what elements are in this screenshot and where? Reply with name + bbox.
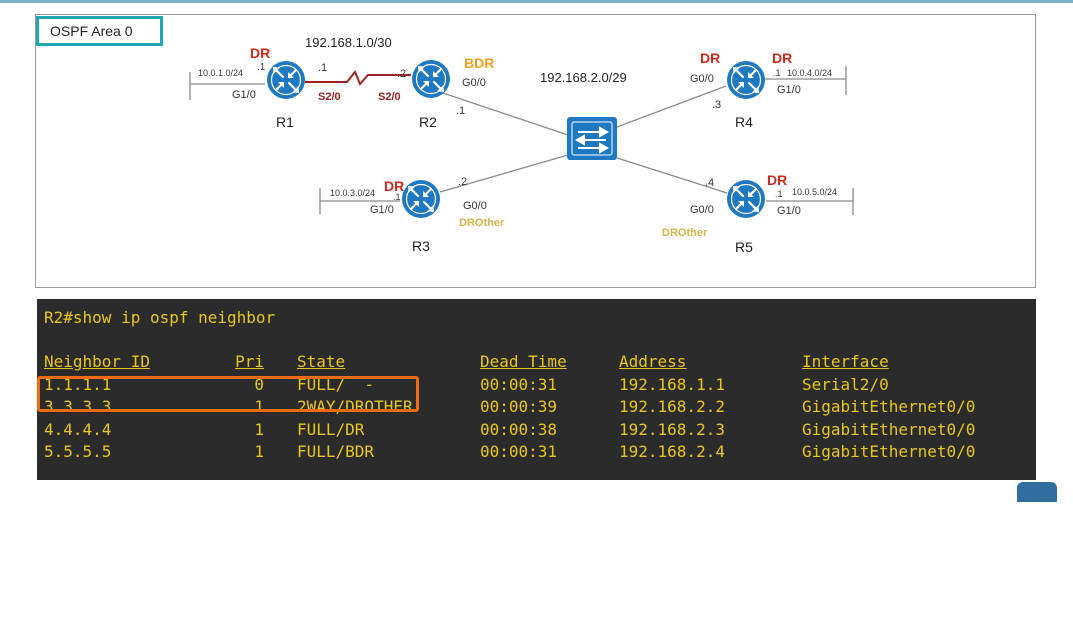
neighbor-state: FULL/BDR	[297, 442, 375, 461]
r3-drother: DROther	[459, 217, 505, 229]
r4-lan-if: G1/0	[777, 84, 801, 96]
r5-role: DR	[767, 172, 787, 188]
neighbor-id: 1.1.1.1	[44, 374, 112, 394]
neighbor-dead-time: 00:00:31	[480, 374, 558, 394]
r1-name: R1	[276, 114, 294, 130]
col-dead-time: Dead Time	[480, 352, 567, 371]
neighbor-interface: GigabitEthernet0/0	[802, 442, 976, 461]
router-icon[interactable]	[400, 178, 442, 220]
ospf-area-label: OSPF Area 0	[36, 16, 163, 46]
r5-lan-if: G1/0	[777, 205, 801, 217]
neighbor-state: FULL/ -	[297, 374, 375, 394]
neighbor-address: 192.168.2.2	[619, 397, 725, 416]
topology-diagram	[35, 14, 1036, 288]
r2-serial-if: S2/0	[378, 91, 401, 103]
link-switch-r5	[616, 157, 728, 194]
corner-button[interactable]	[1017, 482, 1057, 502]
neighbor-id: 4.4.4.4	[44, 419, 112, 439]
col-interface: Interface	[802, 352, 889, 371]
link-r2-switch	[442, 92, 569, 136]
highlight-box	[37, 376, 419, 412]
router-icon[interactable]	[265, 59, 307, 101]
r1-lan-host: .1	[257, 62, 266, 73]
r1-lan-if: G1/0	[232, 89, 256, 101]
command-prompt: R2#show ip ospf neighbor	[44, 308, 276, 327]
r5-drother: DROther	[662, 227, 708, 239]
col-neighbor-id: Neighbor ID	[44, 352, 150, 371]
r3-g-host: .2	[458, 176, 467, 188]
col-state: State	[297, 352, 346, 371]
neighbor-interface: Serial2/0	[802, 374, 889, 394]
table-row: 4.4.4.4 1 FULL/DR 00:00:38 192.168.2.3 G…	[44, 419, 1036, 442]
neighbor-pri: 1	[254, 419, 264, 439]
r4-g-if: G0/0	[690, 73, 714, 85]
switch-icon[interactable]	[567, 117, 617, 160]
r1-serial-if: S2/0	[318, 91, 341, 103]
neighbor-address: 192.168.2.4	[619, 442, 725, 461]
router-icon[interactable]	[725, 178, 767, 220]
r3-g-if: G0/0	[463, 200, 487, 212]
serial-subnet: 192.168.1.0/30	[305, 35, 392, 50]
r4-lan-subnet: 10.0.4.0/24	[787, 68, 832, 78]
table-row: 1.1.1.1 0 FULL/ - 00:00:31 192.168.1.1 S…	[44, 374, 1036, 397]
r3-lan-subnet: 10.0.3.0/24	[330, 188, 375, 198]
neighbor-address: 192.168.2.3	[619, 419, 725, 439]
neighbor-pri: 1	[254, 397, 264, 416]
topology-svg: DR 10.0.1.0/24 .1 G1/0 .1 S2/0 R1 192.16…	[189, 35, 854, 255]
link-switch-r4	[616, 85, 727, 128]
neighbor-dead-time: 00:00:31	[480, 442, 558, 461]
r4-g-host: .3	[712, 99, 721, 111]
r3-name: R3	[412, 238, 430, 254]
r2-role: BDR	[464, 55, 494, 71]
r1-serial-host: .1	[318, 62, 327, 74]
col-pri: Pri	[235, 352, 264, 371]
r1-lan-subnet: 10.0.1.0/24	[198, 68, 243, 78]
neighbor-dead-time: 00:00:38	[480, 419, 558, 439]
lan-subnet: 192.168.2.0/29	[540, 70, 627, 85]
col-address: Address	[619, 352, 687, 371]
r5-lan-subnet: 10.0.5.0/24	[792, 187, 837, 197]
r1-role: DR	[250, 45, 270, 61]
link-switch-r3	[439, 154, 569, 193]
r5-g-host: .4	[705, 177, 714, 189]
r4-name: R4	[735, 114, 753, 130]
neighbor-state: FULL/DR	[297, 419, 365, 439]
neighbor-interface: GigabitEthernet0/0	[802, 419, 976, 439]
r4-lan-host: .1	[773, 68, 781, 78]
router-icon[interactable]	[725, 59, 767, 101]
router-icon[interactable]	[410, 58, 452, 100]
neighbor-pri: 0	[254, 374, 264, 394]
neighbor-pri: 1	[254, 442, 264, 461]
r2-g-host: .1	[456, 105, 465, 117]
r2-serial-host: .2	[397, 68, 406, 80]
r4-role-lan: DR	[772, 50, 792, 66]
neighbor-dead-time: 00:00:39	[480, 397, 558, 416]
r2-name: R2	[419, 114, 437, 130]
ethernet-links	[189, 66, 854, 215]
r5-g-if: G0/0	[690, 204, 714, 216]
r5-name: R5	[735, 239, 753, 255]
r2-g-if: G0/0	[462, 77, 486, 89]
neighbor-id: 5.5.5.5	[44, 442, 112, 461]
neighbor-address: 192.168.1.1	[619, 374, 725, 394]
r3-lan-if: G1/0	[370, 204, 394, 216]
r3-lan-host: .1	[393, 192, 401, 202]
serial-link	[305, 70, 411, 86]
r4-role: DR	[700, 50, 720, 66]
table-header: Neighbor ID Pri State Dead Time Address …	[44, 351, 1036, 374]
neighbor-interface: GigabitEthernet0/0	[802, 397, 976, 416]
table-row: 5.5.5.5 1 FULL/BDR 00:00:31 192.168.2.4 …	[44, 441, 1036, 464]
top-accent-line	[0, 0, 1073, 3]
r5-lan-host: .1	[775, 189, 783, 199]
r3-role: DR	[384, 178, 404, 194]
terminal-output: R2#show ip ospf neighbor Neighbor ID Pri…	[37, 299, 1036, 480]
